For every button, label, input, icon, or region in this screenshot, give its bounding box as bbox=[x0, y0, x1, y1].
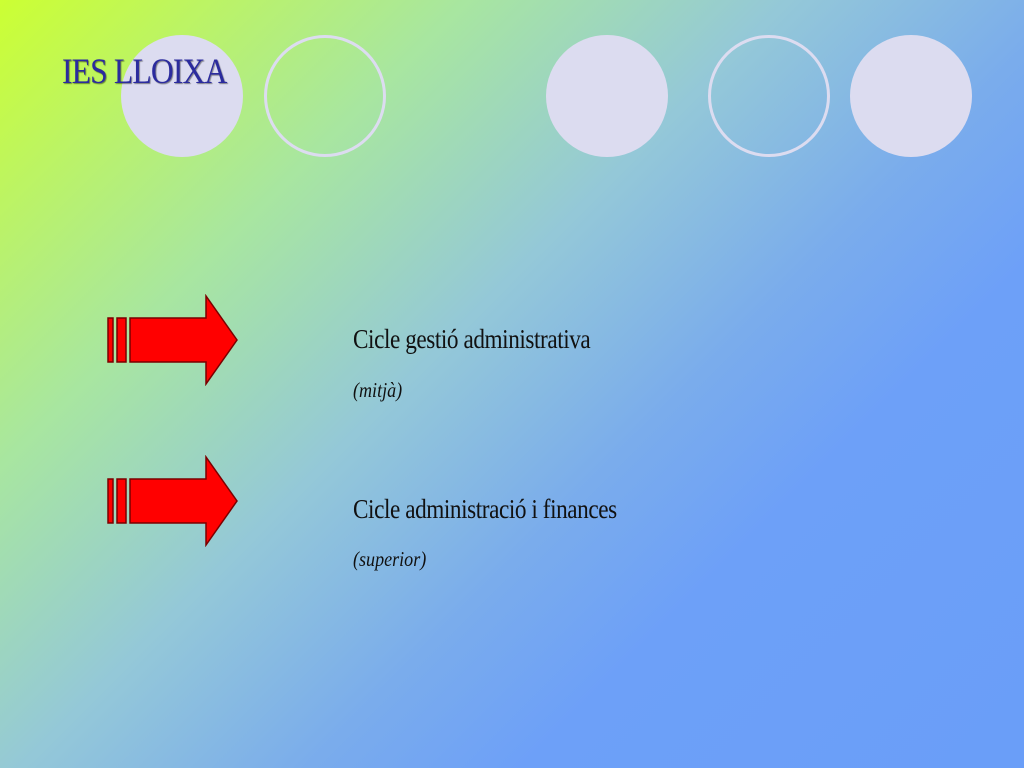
slide-title: IES LLOIXA bbox=[62, 51, 227, 91]
item-subtitle: (mitjà) bbox=[353, 378, 403, 402]
striped-right-arrow-icon bbox=[107, 455, 238, 547]
item-title: Cicle administració i finances bbox=[353, 494, 617, 524]
decorative-circle-filled bbox=[850, 35, 972, 157]
item-subtitle: (superior) bbox=[353, 547, 427, 571]
decorative-circle-filled bbox=[121, 35, 243, 157]
decorative-circle-outline bbox=[708, 35, 830, 157]
item-title: Cicle gestió administrativa bbox=[353, 324, 591, 354]
decorative-circle-outline bbox=[264, 35, 386, 157]
striped-right-arrow-icon bbox=[107, 294, 238, 386]
decorative-circle-filled bbox=[546, 35, 668, 157]
